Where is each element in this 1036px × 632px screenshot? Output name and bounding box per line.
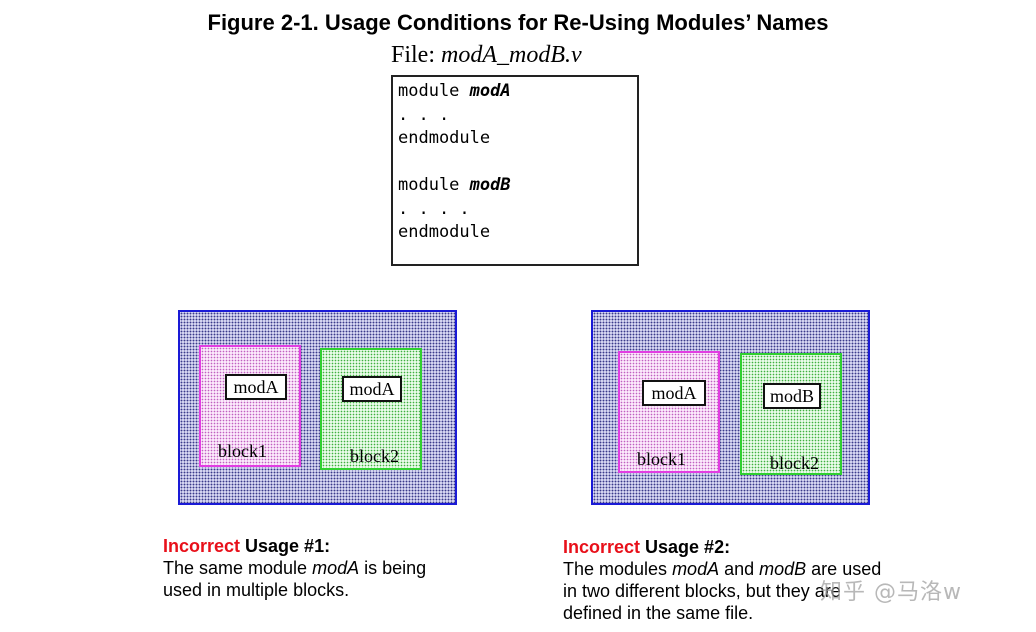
code-module-name: modA — [469, 81, 511, 101]
diagram1-block1-label: block1 — [218, 441, 267, 461]
code-line-6: endmodule — [398, 222, 491, 242]
caption-usage-2-line-1: The modules modA and modB are used — [563, 559, 882, 579]
diagram2-block2-label: block2 — [770, 453, 819, 473]
diagram1-block2-label: block2 — [350, 446, 399, 466]
incorrect-label: Incorrect — [563, 537, 641, 557]
diagram1-block1: modA block1 — [199, 345, 301, 467]
file-label-prefix: File: — [391, 42, 436, 68]
code-module-name: modB — [469, 175, 511, 195]
diagram2-block1-module: modA — [642, 380, 706, 406]
caption-usage-2-heading: Incorrect Usage #2: — [563, 536, 881, 558]
code-keyword: module — [398, 81, 470, 101]
diagram2-block1-label: block1 — [637, 449, 686, 469]
diagram1-outer-box: modA block1 modA block2 — [178, 310, 457, 505]
caption-usage-2: Incorrect Usage #2: The modules modA and… — [563, 536, 881, 624]
diagram2-block1: modA block1 — [618, 351, 720, 473]
module-name: modA — [312, 558, 360, 578]
diagram1-block2: modA block2 — [320, 348, 422, 470]
code-box: module modA . . . endmodule module modB … — [391, 75, 639, 266]
figure-title: Figure 2-1. Usage Conditions for Re-Usin… — [207, 10, 829, 35]
file-name: modA_modB.v — [441, 42, 582, 68]
module-name: modB — [759, 559, 807, 579]
caption-usage-2-line-2: in two different blocks, but they are — [563, 581, 841, 601]
caption-usage-1-heading: Incorrect Usage #1: — [163, 535, 426, 557]
caption-usage-1-line-1: The same module modA is being — [163, 558, 427, 578]
diagram2-block2-module: modB — [763, 383, 821, 409]
code-line-3: endmodule — [398, 128, 491, 148]
caption-usage-1-line-2: used in multiple blocks. — [163, 580, 350, 600]
code-line-4: module modB — [398, 174, 637, 198]
caption-usage-2-line-3: defined in the same file. — [563, 603, 754, 623]
code-keyword: module — [398, 175, 470, 195]
usage-number: Usage #2: — [640, 537, 731, 557]
code-line-2: . . . — [398, 104, 450, 125]
diagram1-block2-module: modA — [342, 376, 402, 402]
caption-usage-1: Incorrect Usage #1: The same module modA… — [163, 535, 426, 601]
code-line-5: . . . . — [398, 198, 470, 219]
module-name: modA — [672, 559, 720, 579]
file-label: File: modA_modB.v — [391, 42, 582, 69]
incorrect-label: Incorrect — [163, 536, 241, 556]
watermark: 知乎 @马洛w — [820, 580, 962, 605]
diagram1-block1-module: modA — [225, 374, 287, 400]
code-line-1: module modA — [398, 80, 637, 104]
diagram2-block2: modB block2 — [740, 353, 842, 475]
diagram2-outer-box: modA block1 modB block2 — [591, 310, 870, 505]
usage-number: Usage #1: — [240, 536, 331, 556]
